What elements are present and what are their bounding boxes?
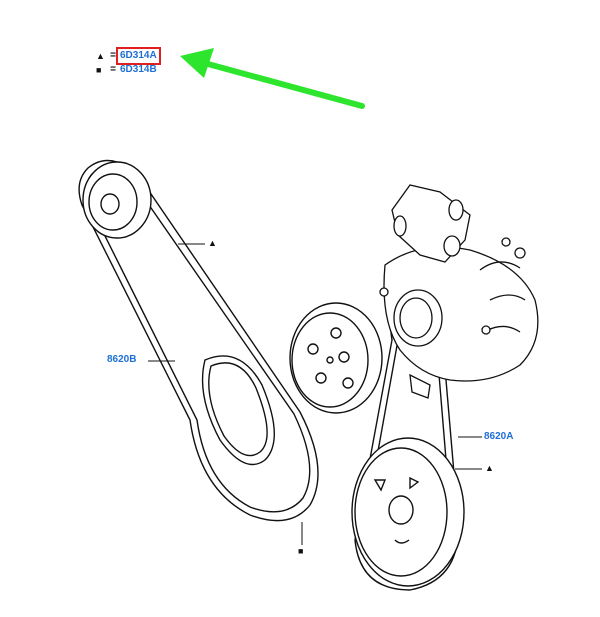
idler-pulley-top bbox=[82, 161, 152, 239]
part-code-6d314b[interactable]: 6D314B bbox=[120, 64, 157, 75]
equals-sign: = bbox=[110, 64, 116, 75]
square-icon: ■ bbox=[96, 65, 102, 75]
triangle-marker-icon: ▲ bbox=[208, 238, 217, 248]
pulley-bottom-large bbox=[351, 437, 465, 587]
equals-sign: = bbox=[110, 50, 116, 61]
callout-8620a[interactable]: 8620A bbox=[484, 431, 514, 442]
leader-lines bbox=[148, 243, 482, 545]
green-arrow-icon bbox=[180, 48, 365, 109]
legend-row-square: ■ = 6D314B bbox=[96, 63, 159, 77]
triangle-icon: ▲ bbox=[96, 51, 105, 61]
crank-pulley-middle bbox=[289, 302, 383, 414]
part-code-6d314a[interactable]: 6D314A bbox=[116, 47, 161, 65]
legend-row-triangle: ▲ = 6D314A bbox=[96, 47, 161, 65]
callout-8620b[interactable]: 8620B bbox=[107, 354, 137, 365]
legend: ▲ = 6D314A ■ = 6D314B bbox=[96, 47, 161, 77]
compressor-unit bbox=[379, 184, 539, 399]
belt-inner-loop bbox=[201, 355, 275, 466]
triangle-marker-icon: ▲ bbox=[485, 463, 494, 473]
square-marker-icon: ■ bbox=[298, 546, 304, 556]
